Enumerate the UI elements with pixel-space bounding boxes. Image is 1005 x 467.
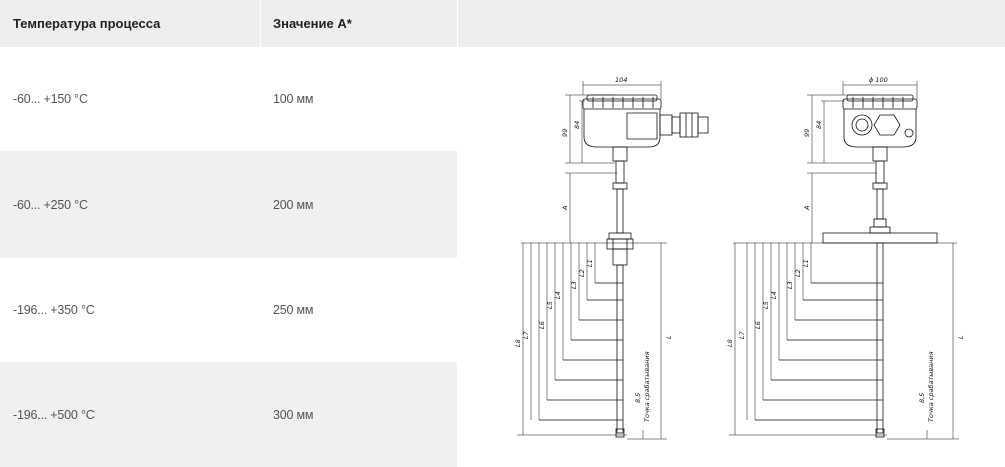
level-label: L6 [754, 321, 762, 329]
bottom-dim: 8,5 [918, 393, 926, 403]
level-label: L5 [546, 301, 554, 309]
header-divider [260, 0, 261, 47]
level-label: L4 [554, 291, 562, 299]
table-row: -196... +500 °C 300 мм [0, 362, 457, 467]
level-label: L8 [514, 339, 522, 347]
l-label: L [665, 335, 673, 339]
point-label: Точка срабатывания [643, 351, 651, 422]
value-cell: 200 мм [273, 197, 314, 212]
dimension-labels-left: 104 99 84 A L8 L7 L6 L5 L4 L3 L2 L1 L 8,… [514, 76, 673, 422]
bottom-dim: 8,5 [634, 393, 642, 403]
temperature-cell: -60... +150 °C [13, 92, 88, 106]
level-label: L4 [770, 291, 778, 299]
level-label: L1 [802, 259, 810, 267]
level-label: L7 [522, 330, 530, 339]
level-label: L2 [578, 269, 586, 277]
value-cell: 250 мм [273, 303, 314, 317]
table-row: -196... +350 °C 250 мм [0, 258, 457, 362]
sensor-drawing-left [539, 94, 709, 438]
table-row: -60... +250 °C 200 мм [0, 151, 457, 258]
width-label: ϕ 100 [869, 76, 888, 84]
value-cell: 100 мм [273, 92, 314, 106]
l-label: L [957, 335, 965, 339]
level-label: L6 [538, 321, 546, 329]
a-label: A [561, 206, 569, 211]
level-label: L3 [570, 281, 578, 289]
dimension-lines-right [729, 81, 959, 440]
level-label: L8 [726, 339, 734, 347]
level-label: L7 [738, 330, 746, 339]
height-label: 84 [815, 121, 823, 129]
table-header: Температура процесса Значение А* [0, 0, 1005, 47]
height-label: 99 [803, 129, 811, 137]
header-divider [457, 0, 458, 47]
height-label: 84 [573, 121, 581, 129]
height-label: 99 [561, 129, 569, 137]
level-label: L1 [586, 259, 594, 267]
sensor-drawing-right [755, 94, 938, 438]
dimension-lines-left [517, 81, 667, 440]
dimension-labels-right: ϕ 100 99 84 A L8 L7 L6 L5 L4 L3 L2 L1 L … [726, 76, 965, 422]
technical-drawing: 104 99 84 A L8 L7 L6 L5 L4 L3 L2 L1 L 8,… [457, 47, 1005, 467]
a-label: A [803, 206, 811, 211]
width-label: 104 [615, 76, 627, 84]
level-label: L5 [762, 301, 770, 309]
temperature-cell: -196... +500 °C [13, 407, 95, 422]
header-temperature: Температура процесса [13, 16, 161, 31]
header-value: Значение А* [273, 16, 352, 31]
temperature-cell: -60... +250 °C [13, 197, 88, 212]
point-label: Точка срабатывания [927, 351, 935, 422]
level-label: L3 [786, 281, 794, 289]
value-cell: 300 мм [273, 407, 314, 422]
table-row: -60... +150 °C 100 мм [0, 47, 457, 151]
level-label: L2 [794, 269, 802, 277]
temperature-cell: -196... +350 °C [13, 303, 95, 317]
